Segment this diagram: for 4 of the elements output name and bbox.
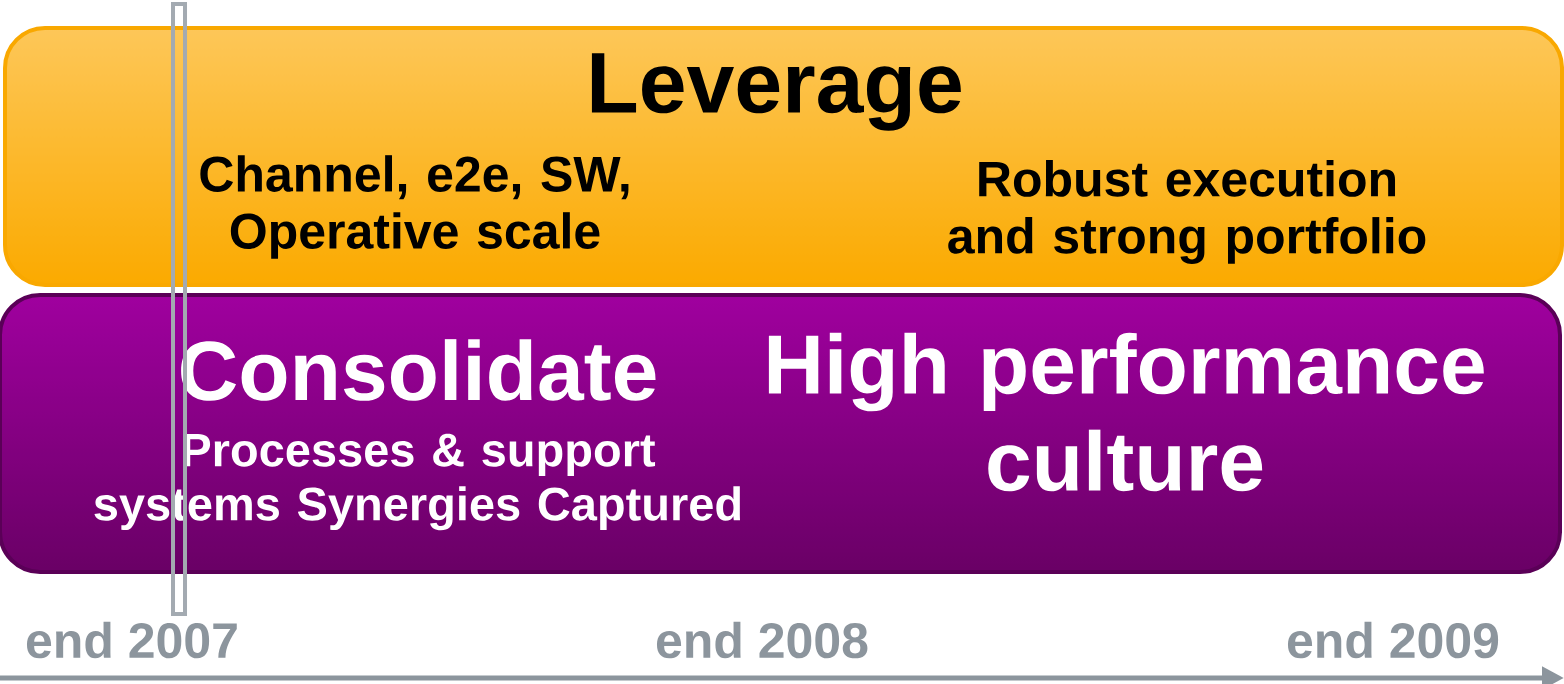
time-label: end 2008 (656, 621, 868, 659)
time-label: end 2007 (26, 621, 237, 659)
time-label: end 2009 (1287, 621, 1499, 659)
band: Leverage Channel, e2e, SW, Operative scale Robust execution and strong portfolio (3, 26, 1564, 287)
